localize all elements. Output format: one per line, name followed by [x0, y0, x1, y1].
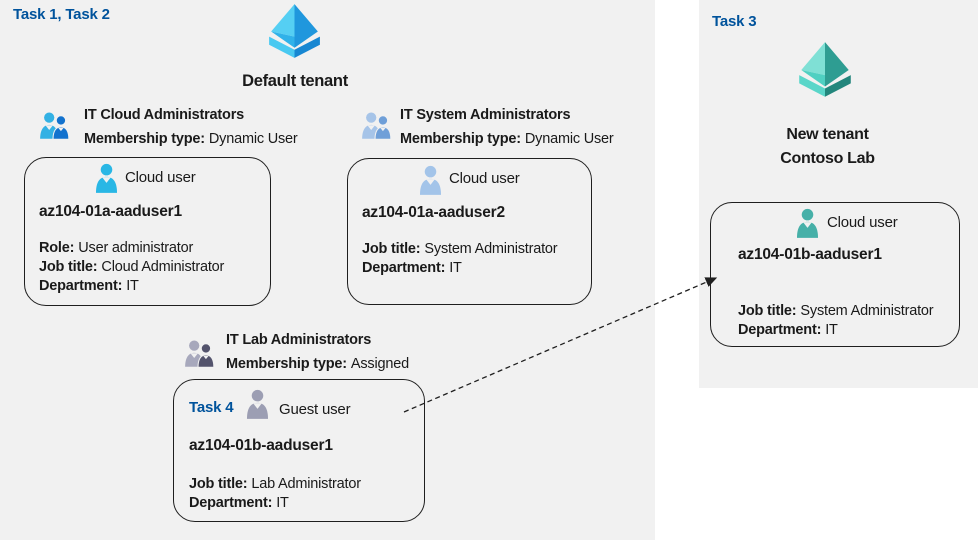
- cloud-user-icon: [796, 208, 819, 238]
- guest-user-icon: [246, 389, 269, 419]
- field-value: System Administrator: [424, 241, 558, 257]
- user-fields: Role:User administrator Job title:Cloud …: [39, 239, 224, 296]
- new-tenant-title-line1: New tenant: [786, 126, 869, 143]
- group-title-it-lab-admins: IT Lab Administrators: [226, 332, 372, 348]
- group-title-it-cloud-admins: IT Cloud Administrators: [84, 107, 245, 123]
- new-tenant-user-card: Cloud user az104-01b-aaduser1 Job title:…: [710, 202, 960, 347]
- field-label: Department:: [738, 322, 822, 338]
- group-icon: [40, 112, 70, 140]
- field-label: Job title:: [189, 476, 248, 492]
- group-icon: [362, 112, 392, 140]
- user-name: az104-01a-aaduser1: [39, 203, 182, 220]
- field-value: Cloud Administrator: [101, 259, 225, 275]
- field-label: Department:: [362, 260, 446, 276]
- user-fields: Job title:Lab Administrator Department:I…: [189, 475, 361, 513]
- cloud-user-icon: [419, 165, 442, 195]
- user-name: az104-01b-aaduser1: [738, 246, 882, 263]
- field-value: System Administrator: [800, 303, 934, 319]
- membership-type-label: Membership type:: [226, 356, 347, 372]
- new-tenant-title-line2: Contoso Lab: [780, 150, 875, 167]
- field-value: User administrator: [78, 240, 194, 256]
- group-title-it-system-admins: IT System Administrators: [400, 107, 571, 123]
- user-card-aaduser1: Cloud user az104-01a-aaduser1 Role:User …: [24, 157, 271, 306]
- task-3-label: Task 3: [712, 13, 757, 30]
- field-label: Job title:: [39, 259, 98, 275]
- user-type-label: Guest user: [279, 401, 351, 418]
- membership-type-label: Membership type:: [84, 131, 205, 147]
- membership-type-value: Dynamic User: [208, 131, 298, 147]
- group-membership-line: Membership type:Dynamic User: [84, 131, 298, 147]
- user-type-label: Cloud user: [449, 170, 520, 187]
- field-value: Lab Administrator: [251, 476, 361, 492]
- field-value: IT: [276, 495, 289, 511]
- membership-type-label: Membership type:: [400, 131, 521, 147]
- group-membership-line: Membership type:Assigned: [226, 356, 409, 372]
- azure-ad-icon: [269, 4, 320, 58]
- user-type-label: Cloud user: [125, 169, 196, 186]
- task-4-label: Task 4: [189, 399, 234, 416]
- field-label: Department:: [39, 278, 123, 294]
- user-name: az104-01b-aaduser1: [189, 437, 333, 454]
- field-label: Role:: [39, 240, 75, 256]
- field-value: IT: [449, 260, 462, 276]
- field-label: Department:: [189, 495, 273, 511]
- cloud-user-icon: [95, 163, 118, 193]
- membership-type-value: Dynamic User: [524, 131, 614, 147]
- user-name: az104-01a-aaduser2: [362, 204, 505, 221]
- field-label: Job title:: [362, 241, 421, 257]
- tasks-1-2-label: Task 1, Task 2: [13, 6, 110, 23]
- membership-type-value: Assigned: [350, 356, 409, 372]
- default-tenant-title: Default tenant: [242, 72, 348, 90]
- field-label: Job title:: [738, 303, 797, 319]
- field-value: IT: [126, 278, 139, 294]
- group-icon: [185, 340, 215, 368]
- guest-user-card: Task 4 Guest user az104-01b-aaduser1 Job…: [173, 379, 425, 522]
- azure-ad-icon-teal: [799, 42, 851, 97]
- user-card-aaduser2: Cloud user az104-01a-aaduser2 Job title:…: [347, 158, 592, 305]
- default-tenant-panel: [0, 0, 655, 540]
- field-value: IT: [825, 322, 838, 338]
- group-membership-line: Membership type:Dynamic User: [400, 131, 614, 147]
- user-type-label: Cloud user: [827, 214, 898, 231]
- user-fields: Job title:System Administrator Departmen…: [362, 240, 558, 278]
- user-fields: Job title:System Administrator Departmen…: [738, 302, 934, 340]
